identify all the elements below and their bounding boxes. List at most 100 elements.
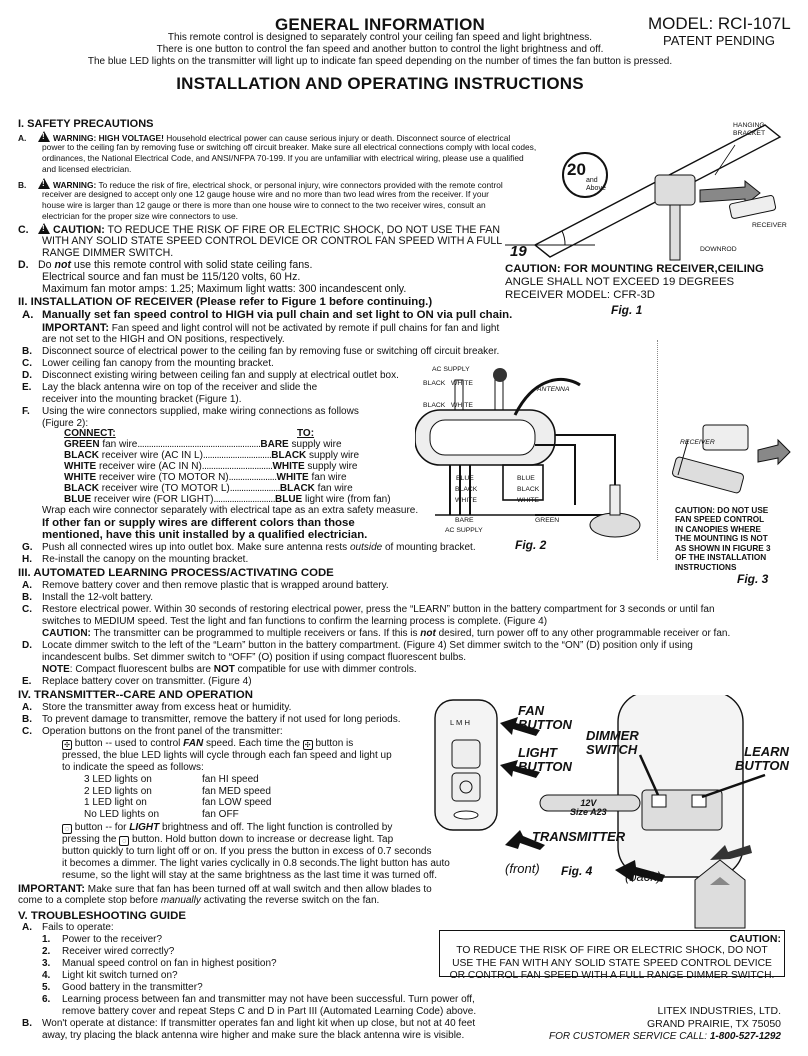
fan-button-desc-2: pressed, the blue LED lights will cycle … xyxy=(62,750,392,761)
safety-heading: I. SAFETY PRECAUTIONS xyxy=(18,118,154,130)
connection-row: WHITE receiver wire (TO MOTOR N)........… xyxy=(64,472,347,483)
white-wire-label: WHITE xyxy=(451,380,473,387)
fan-speed-value: fan HI speed xyxy=(202,774,259,785)
safety-b-line-4: electrician for the proper size wire con… xyxy=(42,211,238,221)
led-state-label: 3 LED lights on xyxy=(84,774,152,785)
safety-a-line-1: A.WARNING: HIGH VOLTAGE! Household elect… xyxy=(18,131,510,143)
caution-box-title: CAUTION: xyxy=(729,933,781,945)
wrap-text: Wrap each wire connector separately with… xyxy=(42,505,419,516)
safety-d-line-3: Maximum fan motor amps: 1.25; Maximum li… xyxy=(42,283,407,295)
safety-c-line-1: C.CAUTION: TO REDUCE THE RISK OF FIRE OR… xyxy=(18,223,500,237)
caution-box: CAUTION: TO REDUCE THE RISK OF FIRE OR E… xyxy=(439,930,785,981)
fig4-caption: Fig. 4 xyxy=(561,864,593,878)
led-state-label: 2 LED lights on xyxy=(84,785,152,797)
black-wire-label-2: BLACK xyxy=(423,402,446,409)
figure-3-illustration xyxy=(672,424,791,494)
ac-supply-label: AC SUPPLY xyxy=(432,366,470,373)
learn-c-2: switches to MEDIUM speed. Test the light… xyxy=(42,616,548,627)
blue-label: BLUE xyxy=(456,475,474,482)
bulb-icon: ◌ xyxy=(62,824,72,834)
install-g: G.Push all connected wires up into outle… xyxy=(22,542,476,553)
if-other-2: mentioned, have this unit installed by a… xyxy=(42,529,368,541)
install-f-2: (Figure 2): xyxy=(42,418,89,429)
white-label-4: WHITE xyxy=(517,497,539,504)
trans-c: C.Operation buttons on the front panel o… xyxy=(22,726,283,737)
learn-d: D.Locate dimmer switch to the left of th… xyxy=(22,640,693,651)
important-reverse-2: come to a complete stop before manually … xyxy=(18,895,380,906)
trouble-list-item: 6.Learning process between fan and trans… xyxy=(42,994,475,1005)
trouble-a: A.Fails to operate: xyxy=(22,922,114,933)
bare-label: BARE xyxy=(455,517,474,524)
safety-b-line-1: B.WARNING: To reduce the risk of fire, e… xyxy=(18,178,503,190)
learn-d-2: incandescent bulbs. Set dimmer switch to… xyxy=(42,652,467,663)
led-state-label: No LED lights on xyxy=(84,808,160,820)
warning-icon xyxy=(38,178,50,189)
patent-pending: PATENT PENDING xyxy=(663,33,775,48)
install-a-important: IMPORTANT: Fan speed and light control w… xyxy=(42,322,500,334)
fan-speed-value: fan MED speed xyxy=(202,785,271,797)
warning-icon xyxy=(38,223,50,234)
black-wire-label: BLACK xyxy=(423,380,446,387)
connection-row: GREEN fan wire..........................… xyxy=(64,439,342,450)
install-c: C.Lower ceiling fan canopy from the moun… xyxy=(22,358,274,369)
fan-button-desc-3: to indicate the speed as follows: xyxy=(62,762,204,773)
connection-row: BLACK receiver wire (AC IN L)...........… xyxy=(64,450,360,461)
white-label-3: WHITE xyxy=(455,497,477,504)
speed-led-labels: L M H xyxy=(450,718,470,727)
front-label: (front) xyxy=(505,861,540,876)
ac-supply-label-2: AC SUPPLY xyxy=(445,527,483,534)
white-wire-label-2: WHITE xyxy=(451,402,473,409)
back-label: (back) xyxy=(625,869,662,884)
trans-a: A.Store the transmitter away from excess… xyxy=(22,702,292,713)
installation-heading: II. INSTALLATION OF RECEIVER (Please ref… xyxy=(18,296,433,308)
transmitter-heading: IV. TRANSMITTER--CARE AND OPERATION xyxy=(18,689,253,701)
learn-e: E.Replace battery cover on transmitter. … xyxy=(22,676,252,687)
install-f: F.Using the wire connectors supplied, ma… xyxy=(22,406,359,417)
trouble-list-item: 1.Power to the receiver? xyxy=(42,934,163,945)
fig1-caution: CAUTION: FOR MOUNTING RECEIVER,CEILING A… xyxy=(505,263,764,302)
light-button-desc-4: it becomes a dimmer. The light varies cy… xyxy=(62,858,450,869)
install-b: B.Disconnect source of electrical power … xyxy=(22,346,500,357)
install-e: E.Lay the black antenna wire on top of t… xyxy=(22,382,318,393)
install-a: A.Manually set fan speed control to HIGH… xyxy=(22,309,513,321)
figure-4-illustration xyxy=(434,695,766,929)
learn-b: B.Install the 12-volt battery. xyxy=(22,592,153,603)
learning-heading: III. AUTOMATED LEARNING PROCESS/ACTIVATI… xyxy=(18,567,334,579)
angle-19-label: 19 xyxy=(510,243,527,260)
safety-d-line-1: D.Do not use this remote control with so… xyxy=(18,259,313,271)
safety-a-line-4: and licensed electrician. xyxy=(42,164,132,174)
install-h: H.Re-install the canopy on the mounting … xyxy=(22,554,249,565)
instructions-title: INSTALLATION AND OPERATING INSTRUCTIONS xyxy=(176,74,584,93)
trouble-list-item: 3.Manual speed control on fan in highest… xyxy=(42,958,277,969)
fig1-caption: Fig. 1 xyxy=(611,303,643,317)
fan-speed-value: fan OFF xyxy=(202,808,239,820)
fan-button-desc: ✣ button -- used to control FAN speed. E… xyxy=(62,738,353,750)
receiver-label-fig3: RECEIVER xyxy=(680,439,715,446)
black-label-3: BLACK xyxy=(455,486,478,493)
black-label-4: BLACK xyxy=(517,486,540,493)
intro-line-1: This remote control is designed to separ… xyxy=(167,32,593,43)
fan-icon: ✣ xyxy=(302,740,313,750)
angle-20-label: 20 xyxy=(567,160,586,179)
model-number: MODEL: RCI-107L xyxy=(648,14,791,33)
install-e-2: receiver into the mounting bracket (Figu… xyxy=(42,394,242,405)
safety-c-line-3: RANGE DIMMER SWITCH. xyxy=(42,247,174,259)
connection-row: WHITE receiver wire (AC IN N)...........… xyxy=(64,461,358,472)
safety-a-line-3: ordinances, the National Electrical Code… xyxy=(42,153,524,163)
safety-d-line-2: Electrical source and fan must be 115/12… xyxy=(42,271,301,283)
bulb-icon: ◌ xyxy=(119,836,130,846)
connect-header: CONNECT: xyxy=(64,428,116,439)
trouble-list-item: 2.Receiver wired correctly? xyxy=(42,946,175,957)
fan-icon: ✣ xyxy=(62,740,72,750)
downrod-label: DOWNROD xyxy=(700,246,737,253)
figure-2-illustration xyxy=(415,368,641,538)
fig3-caption: Fig. 3 xyxy=(737,572,769,586)
company-city: GRAND PRAIRIE, TX 75050 xyxy=(646,1018,781,1030)
figure-divider xyxy=(657,340,658,560)
